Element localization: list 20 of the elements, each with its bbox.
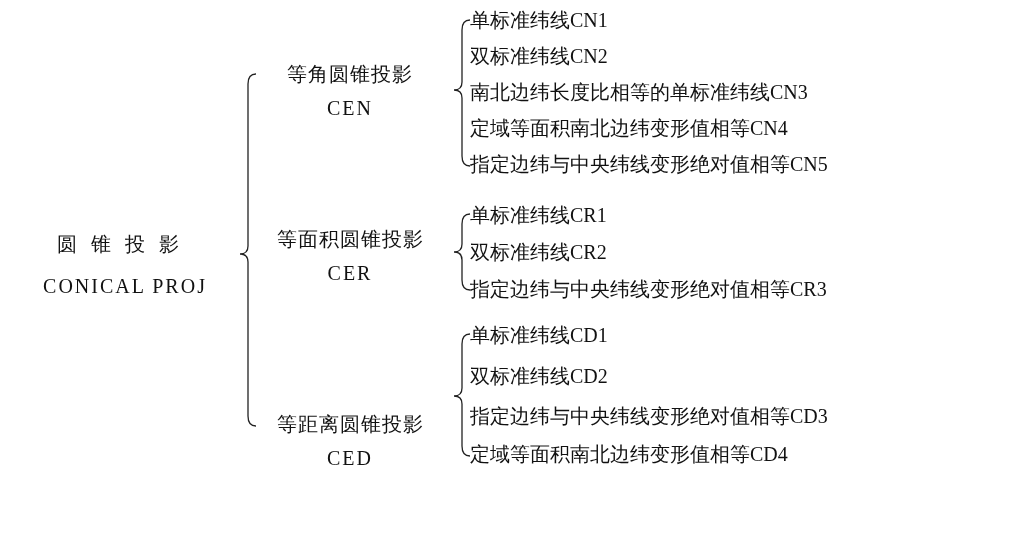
category-label: 等面积圆锥投影 <box>275 227 425 251</box>
item-label: 双标准纬线CD2 <box>470 364 608 388</box>
item-label: 指定边纬与中央纬线变形绝对值相等CN5 <box>470 152 828 176</box>
item-label: 双标准纬线CN2 <box>470 44 608 68</box>
item-label: 指定边纬与中央纬线变形绝对值相等CD3 <box>470 404 828 428</box>
item-label: 定域等面积南北边纬变形值相等CD4 <box>470 442 788 466</box>
code-label: CEN <box>326 96 374 120</box>
code-label: CED <box>326 446 374 470</box>
item-label: 南北边纬长度比相等的单标准纬线CN3 <box>470 80 808 104</box>
item-label: 定域等面积南北边纬变形值相等CN4 <box>470 116 788 140</box>
category-label: 等角圆锥投影 <box>286 62 414 86</box>
item-label: 单标准纬线CR1 <box>470 203 607 227</box>
item-label: 指定边纬与中央纬线变形绝对值相等CR3 <box>470 277 827 301</box>
category-label: 等距离圆锥投影 <box>275 412 425 436</box>
code-label: CONICAL PROJ <box>42 274 208 298</box>
item-label: 单标准纬线CN1 <box>470 8 608 32</box>
item-label: 双标准纬线CR2 <box>470 240 607 264</box>
item-label: 单标准纬线CD1 <box>470 323 608 347</box>
category-label: 圆锥投影 <box>56 232 194 256</box>
code-label: CER <box>326 261 374 285</box>
